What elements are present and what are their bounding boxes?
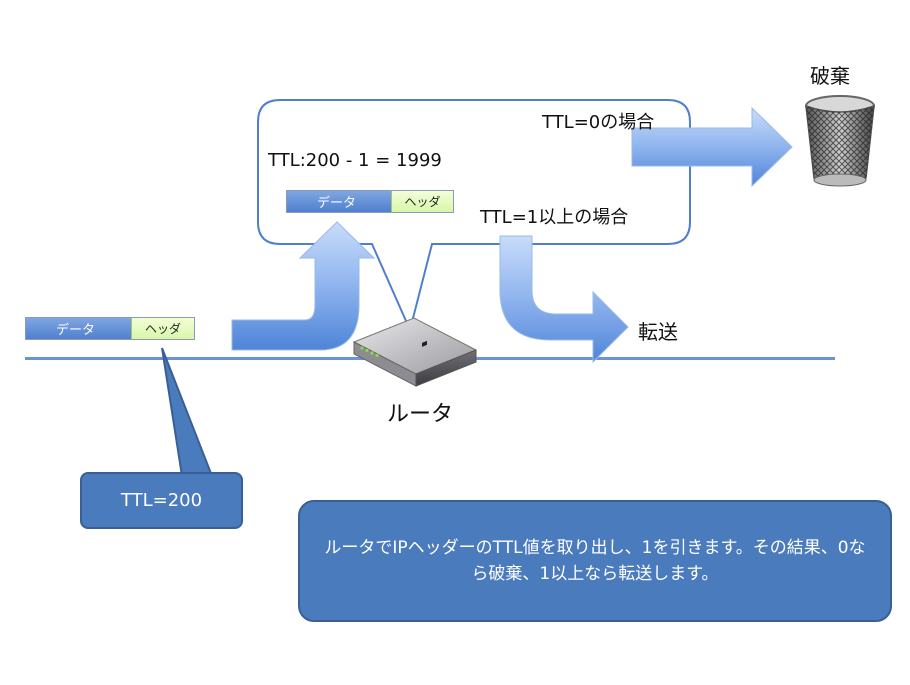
explanation-box: ルータでIPヘッダーのTTL値を取り出し、1を引きます。その結果、0なら破棄、1… — [298, 500, 892, 622]
packet-data-segment: データ — [287, 191, 391, 212]
packet-header-segment: ヘッダ — [391, 191, 453, 212]
explanation-text: ルータでIPヘッダーのTTL値を取り出し、1を引きます。その結果、0なら破棄、1… — [324, 538, 866, 584]
case-one-plus-label: TTL=1以上の場合 — [480, 207, 629, 228]
trash-can-icon — [805, 95, 875, 187]
ttl-calculation: TTL:200 - 1 = 1999 — [268, 150, 442, 171]
case-zero-label: TTL=0の場合 — [542, 112, 655, 133]
packet-data-segment: データ — [26, 318, 131, 339]
router-label: ルータ — [387, 402, 454, 427]
packet-header-segment: ヘッダ — [131, 318, 194, 339]
ttl-callout-text: TTL=200 — [120, 490, 203, 511]
router-icon — [352, 317, 478, 387]
discard-label: 破棄 — [810, 64, 850, 88]
packet-in-bubble: データ ヘッダ — [286, 190, 454, 213]
ttl-callout: TTL=200 — [80, 472, 243, 529]
forward-label: 転送 — [638, 320, 678, 344]
packet-left: データ ヘッダ — [25, 317, 195, 340]
